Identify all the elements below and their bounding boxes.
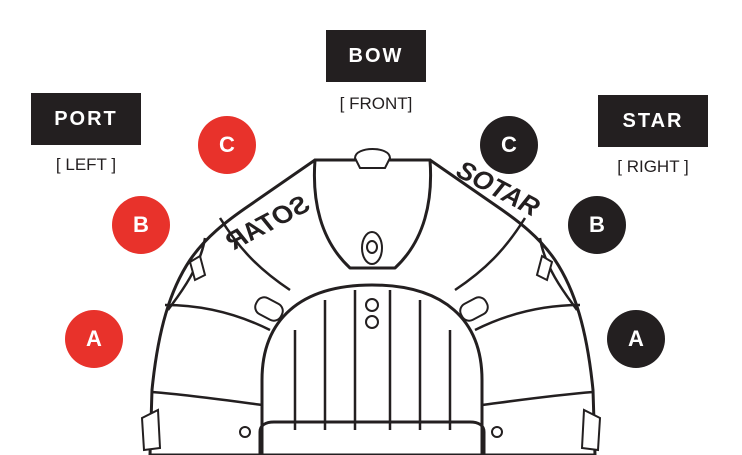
port-label-text: PORT <box>54 107 118 130</box>
port-lower-line <box>151 390 263 407</box>
starboard-chamber-a-badge: A <box>607 310 665 368</box>
starboard-valve <box>459 296 489 322</box>
star-label: STAR <box>598 95 708 147</box>
port-lower-handle <box>140 408 162 452</box>
raft-floor <box>260 283 484 455</box>
bow-chamber <box>312 158 433 270</box>
starboard-tube-line <box>474 303 581 332</box>
port-tube-line <box>164 303 271 332</box>
star-label-text: STAR <box>622 109 684 132</box>
star-sublabel: [ RIGHT ] <box>617 157 689 176</box>
bow-handle <box>353 148 392 169</box>
starboard-seam-c <box>454 217 527 292</box>
bow-sublabel: [ FRONT] <box>339 94 413 113</box>
starboard-chamber-c-badge: C <box>480 116 538 174</box>
port-seam-b <box>166 237 207 311</box>
port-chamber-c-badge: C <box>198 116 256 174</box>
starboard-lower-handle <box>580 408 602 452</box>
starboard-side-handle <box>535 254 554 282</box>
frame-bar <box>258 420 486 455</box>
starboard-seam-b <box>538 237 579 311</box>
port-seam-c <box>218 217 291 292</box>
bow-label-text: BOW <box>348 44 404 67</box>
port-label: PORT <box>31 93 141 145</box>
port-valve <box>254 296 284 322</box>
starboard-lower-line <box>481 390 594 407</box>
port-sublabel: [ LEFT ] <box>55 155 117 174</box>
port-chamber-a-badge: A <box>65 310 123 368</box>
port-chamber-b-badge: B <box>112 196 170 254</box>
bow-label: BOW <box>326 30 426 82</box>
starboard-chamber-b-badge: B <box>568 196 626 254</box>
port-side-handle <box>188 254 207 282</box>
